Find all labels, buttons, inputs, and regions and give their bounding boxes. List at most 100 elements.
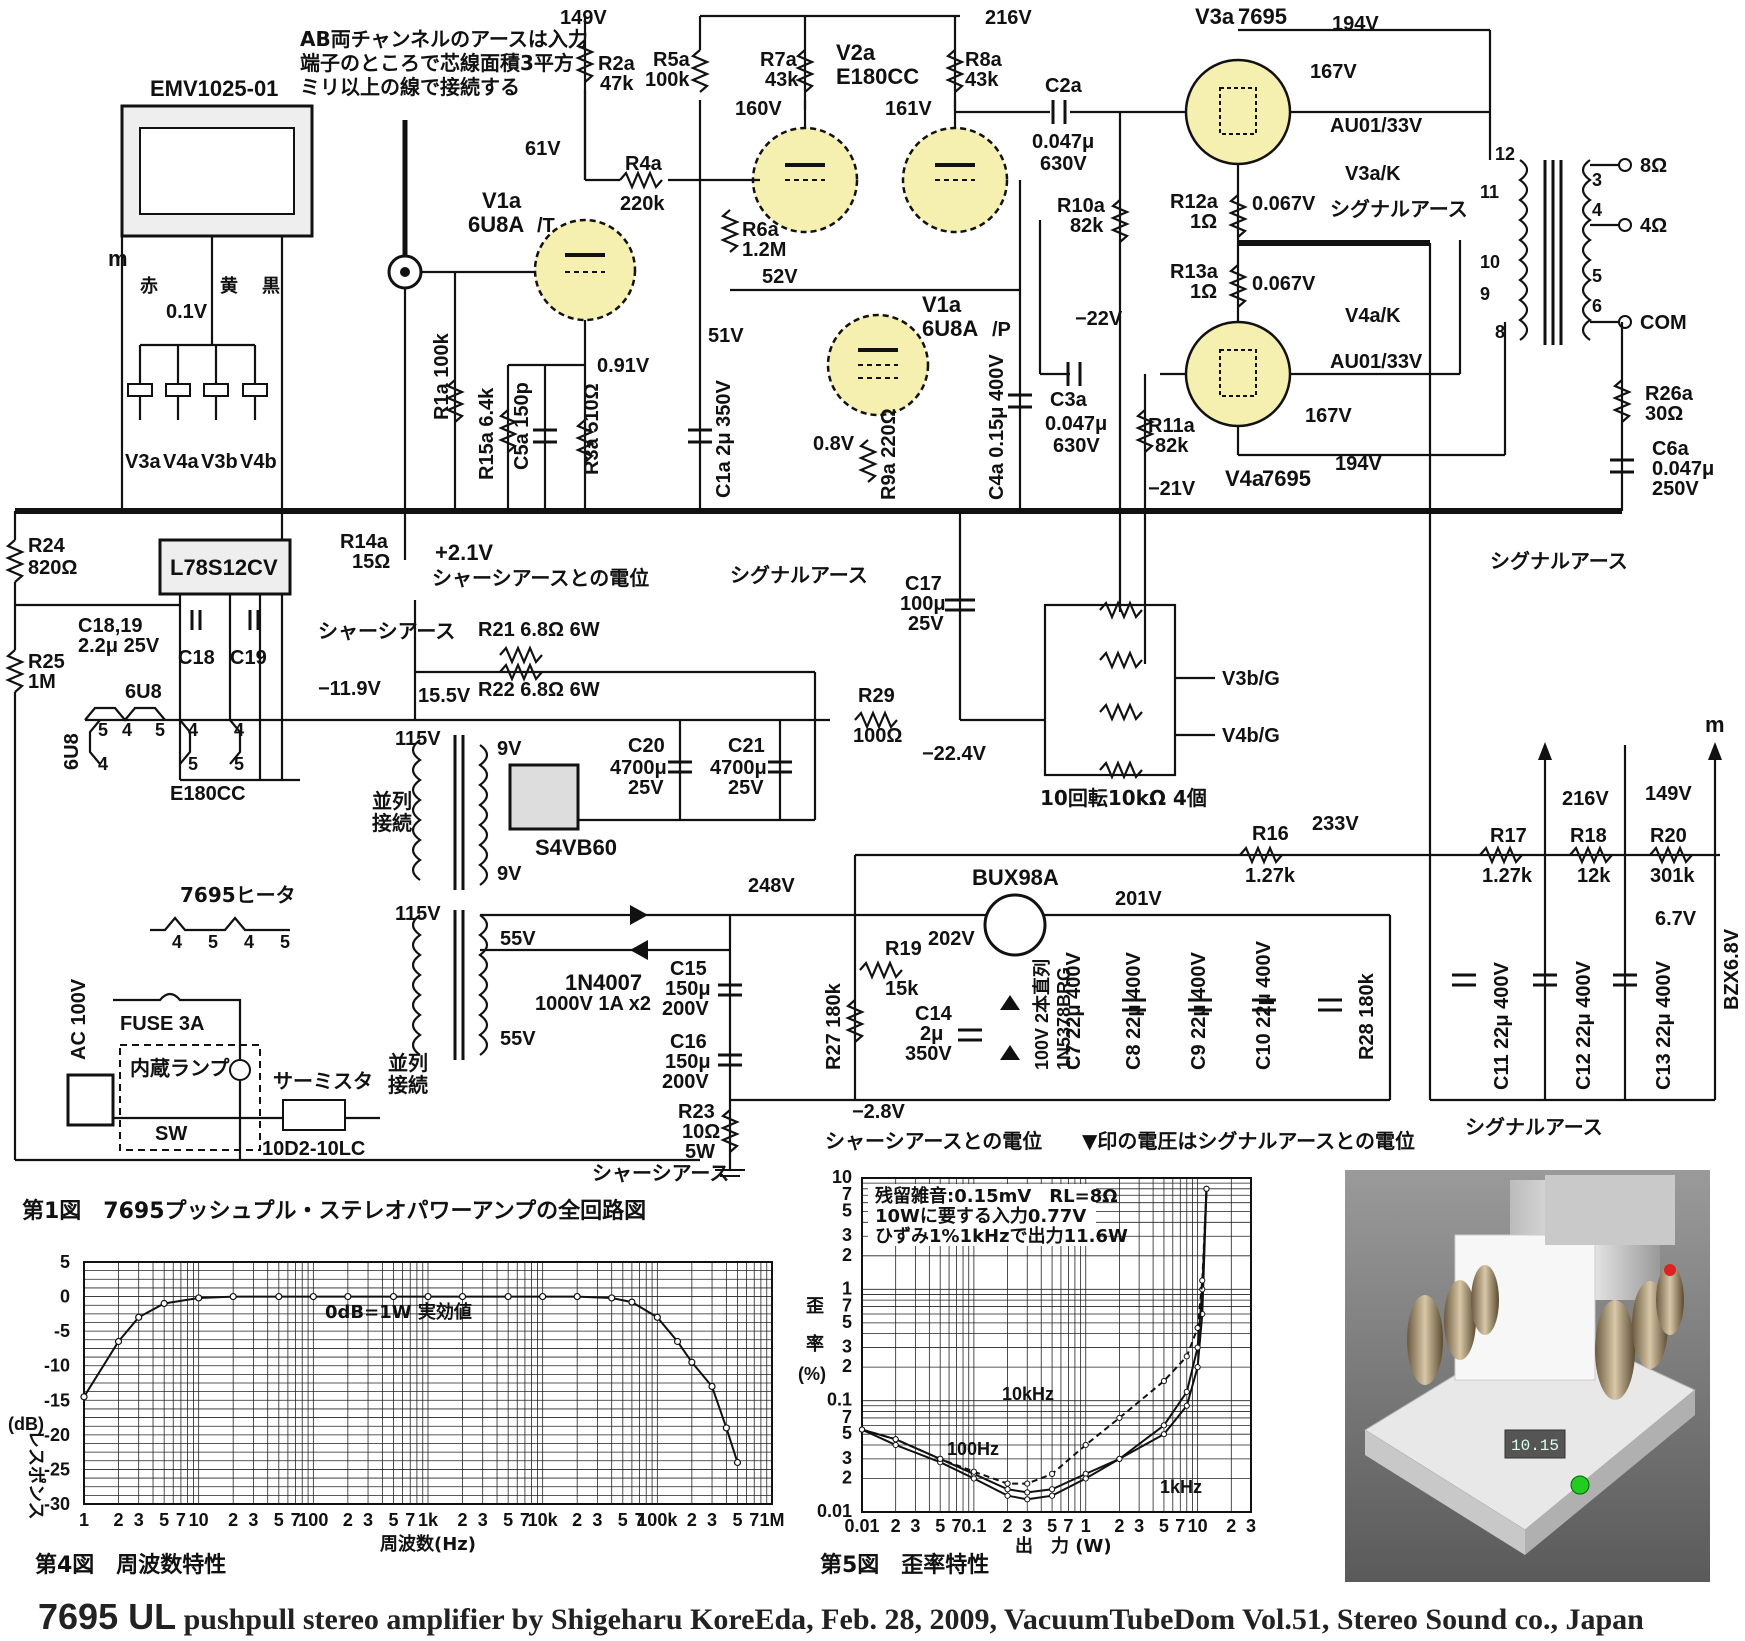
svg-text:R28 180k: R28 180k — [1356, 972, 1378, 1060]
fig4-ytick: -25 — [44, 1459, 70, 1479]
svg-text:6U8A: 6U8A — [468, 212, 524, 237]
fig4-point — [344, 1292, 352, 1301]
svg-text:C12 22μ 400V: C12 22μ 400V — [1573, 960, 1595, 1090]
fig5-point — [1116, 1414, 1123, 1422]
fig5-xtick: 2 — [891, 1516, 901, 1536]
svg-text:シグナルアース: シグナルアース — [1465, 1115, 1603, 1139]
fig4-point — [504, 1292, 512, 1301]
svg-text:25V: 25V — [908, 613, 944, 635]
fig5-ytick: 5 — [842, 1423, 852, 1443]
svg-text:C1a 2μ 350V: C1a 2μ 350V — [713, 379, 735, 498]
svg-text:R2a: R2a — [598, 53, 636, 75]
fig5-note-1: 残留雑音:0.15mV RL=8Ω — [875, 1185, 1118, 1207]
fig5-point — [1116, 1455, 1123, 1462]
svg-text:C10 22μ 400V: C10 22μ 400V — [1253, 940, 1275, 1070]
svg-text:内蔵ランプ: 内蔵ランプ — [130, 1056, 230, 1080]
fig4-ytick: -5 — [54, 1321, 70, 1341]
svg-text:0.91V: 0.91V — [597, 355, 650, 377]
fig4-xtick: 2 — [114, 1510, 124, 1530]
svg-text:R27 180k: R27 180k — [823, 982, 845, 1070]
svg-text:C18: C18 — [178, 647, 215, 669]
fig5-note-3: ひずみ1%1kHzで出力11.6W — [875, 1225, 1128, 1247]
ht-regulator: BUX98A 201V 202V R19 15k C14 2μ 350V 100… — [730, 853, 1460, 1123]
svg-text:149V: 149V — [560, 7, 607, 29]
fig5-point — [1183, 1353, 1190, 1360]
fig5-note-2: 10Wに要する入力0.77V — [875, 1206, 1086, 1227]
fig5-ytick: 2 — [842, 1245, 852, 1265]
svg-text:0.047μ: 0.047μ — [1032, 131, 1094, 153]
svg-text:4: 4 — [122, 720, 132, 740]
v2a-type: E180CC — [836, 64, 919, 89]
svg-text:216V: 216V — [985, 7, 1032, 29]
fig5-yunit: (%) — [798, 1364, 826, 1384]
svg-text:R6a: R6a — [742, 219, 780, 241]
fig5-point — [1048, 1492, 1056, 1499]
top-wiring — [506, 90, 1624, 1100]
svg-text:シャーシアース: シャーシアース — [592, 1161, 729, 1185]
svg-text:4: 4 — [1592, 200, 1602, 220]
fig4-ytick: -10 — [44, 1356, 70, 1376]
svg-text:201V: 201V — [1115, 888, 1162, 910]
fig4-point — [275, 1292, 283, 1301]
svg-text:4700μ: 4700μ — [710, 757, 767, 779]
svg-text:100V 2本直列: 100V 2本直列 — [1031, 959, 1052, 1070]
fig4-xtick: 2 — [572, 1510, 582, 1530]
fig4-yunit: (dB) — [8, 1414, 44, 1434]
fig5-ytick: 3 — [842, 1225, 852, 1245]
svg-text:0.047μ: 0.047μ — [1652, 458, 1714, 480]
svg-text:C11 22μ 400V: C11 22μ 400V — [1491, 961, 1513, 1090]
svg-text:AC 100V: AC 100V — [68, 978, 90, 1060]
fig4-point — [688, 1358, 696, 1366]
ac-input: AC 100V FUSE 3A 内蔵ランプ SW サーミスタ 10D2-10LC — [66, 978, 380, 1160]
svg-text:5: 5 — [1592, 266, 1602, 286]
svg-text:9V: 9V — [497, 738, 522, 760]
fig5-point — [1082, 1441, 1089, 1449]
fig5-ytick: 5 — [842, 1201, 852, 1221]
svg-text:9: 9 — [1480, 284, 1490, 304]
svg-text:0.067V: 0.067V — [1252, 273, 1316, 295]
svg-text:C14: C14 — [915, 1003, 953, 1025]
fig5-point — [1183, 1388, 1190, 1395]
svg-text:1Ω: 1Ω — [1190, 281, 1217, 303]
svg-text:−22V: −22V — [1075, 308, 1123, 330]
svg-text:C20: C20 — [628, 735, 665, 757]
svg-text:200V: 200V — [662, 1071, 709, 1093]
fig4-point — [229, 1292, 237, 1301]
fig4-xtick: 3 — [248, 1510, 258, 1530]
fig4-xtick: 1k — [418, 1510, 439, 1530]
svg-text:820Ω: 820Ω — [28, 557, 77, 579]
svg-text:R21 6.8Ω 6W: R21 6.8Ω 6W — [478, 619, 600, 641]
svg-text:並列: 並列 — [388, 1051, 428, 1075]
svg-text:−11.9V: −11.9V — [318, 678, 382, 700]
fig5-xtick: 2 — [1003, 1516, 1013, 1536]
svg-text:5: 5 — [98, 720, 108, 740]
fig4-xtick: 7 — [749, 1510, 759, 1530]
svg-text:V3a: V3a — [1195, 4, 1235, 29]
svg-text:V1a: V1a — [922, 292, 962, 317]
svg-text:C13 22μ 400V: C13 22μ 400V — [1653, 960, 1675, 1090]
fig5-xtick: 0.1 — [961, 1516, 986, 1536]
fig5-point — [1203, 1185, 1210, 1192]
svg-text:R25: R25 — [28, 651, 65, 673]
svg-text:7695: 7695 — [1238, 4, 1287, 29]
svg-text:V4b/G: V4b/G — [1222, 725, 1280, 747]
svg-text:1Ω: 1Ω — [1190, 211, 1217, 233]
svg-text:V3a/K: V3a/K — [1345, 163, 1401, 185]
svg-text:シグナルアース: シグナルアース — [1330, 197, 1468, 221]
svg-text:10回転10kΩ 4個: 10回転10kΩ 4個 — [1040, 786, 1207, 810]
footer-title: 7695 UL — [38, 1596, 177, 1637]
meter-model: EMV1025-01 — [150, 76, 278, 101]
fig5-point — [1024, 1489, 1031, 1496]
fig5-point — [970, 1468, 977, 1475]
fig5-point — [1004, 1492, 1011, 1499]
svg-text:15k: 15k — [885, 978, 919, 1000]
svg-text:630V: 630V — [1040, 153, 1087, 175]
svg-text:ミリ以上の線で接続する: ミリ以上の線で接続する — [300, 75, 520, 99]
fig4-point — [389, 1292, 398, 1301]
svg-text:C17: C17 — [905, 573, 942, 595]
fig5-point — [1194, 1324, 1201, 1332]
svg-text:R11a: R11a — [1148, 415, 1196, 437]
fig5-xlabel: 出 力 (W) — [1015, 1535, 1112, 1557]
svg-text:47k: 47k — [600, 73, 634, 95]
fig5-xtick: 0.01 — [844, 1516, 879, 1536]
